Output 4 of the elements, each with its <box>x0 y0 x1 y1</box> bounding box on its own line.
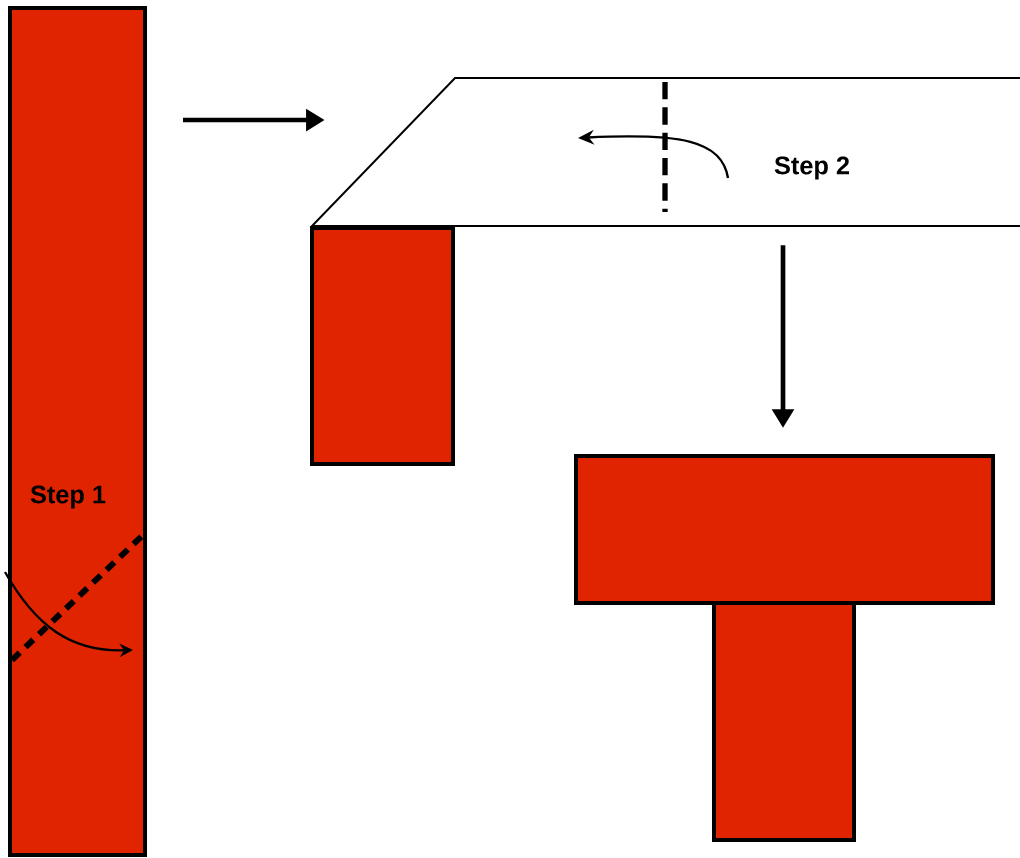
step-label: Step 1 <box>30 485 106 509</box>
step-label: Step 2 <box>774 156 849 180</box>
paper-block <box>310 226 455 466</box>
paper-block <box>574 454 995 605</box>
